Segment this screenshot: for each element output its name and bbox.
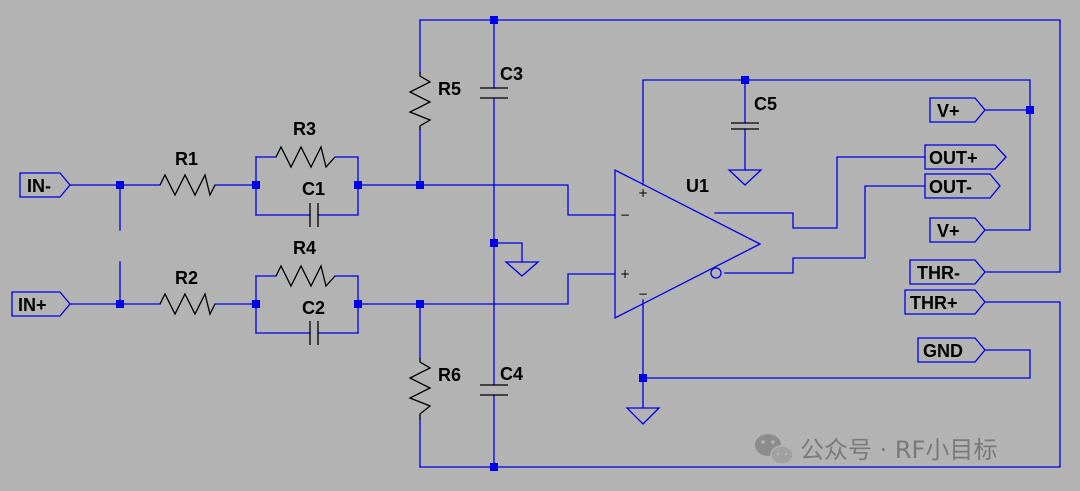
label-c4: C4 bbox=[500, 364, 523, 384]
port-in-minus[interactable]: IN- bbox=[19, 172, 71, 198]
label-r5: R5 bbox=[438, 79, 461, 99]
label-c5: C5 bbox=[754, 94, 777, 114]
port-thr-plus-label: THR+ bbox=[910, 293, 958, 313]
port-vplus-bottom[interactable]: V+ bbox=[929, 217, 986, 243]
resistor-r5[interactable] bbox=[408, 72, 432, 130]
port-out-plus[interactable]: OUT+ bbox=[924, 144, 1007, 170]
wechat-icon bbox=[755, 434, 794, 465]
label-u1: U1 bbox=[686, 176, 709, 196]
ground-symbol-opamp bbox=[625, 407, 661, 425]
opamp-u1[interactable] bbox=[614, 168, 762, 320]
label-r4: R4 bbox=[293, 238, 316, 258]
port-gnd-label: GND bbox=[923, 341, 963, 361]
port-vplus-top[interactable]: V+ bbox=[929, 97, 986, 123]
opamp-pin-supply-neg: − bbox=[638, 287, 648, 301]
resistor-r6[interactable] bbox=[408, 358, 432, 420]
port-thr-plus[interactable]: THR+ bbox=[904, 289, 986, 315]
resistor-r2[interactable] bbox=[159, 292, 216, 316]
opamp-pin-noninverting: + bbox=[620, 267, 630, 281]
capacitor-c4[interactable] bbox=[480, 384, 508, 396]
resistor-r3[interactable] bbox=[275, 145, 336, 169]
wires bbox=[69, 19, 1061, 468]
label-r2: R2 bbox=[175, 268, 198, 288]
port-vplus-top-label: V+ bbox=[937, 101, 960, 121]
junction-dots bbox=[116, 16, 1034, 471]
resistor-r1[interactable] bbox=[159, 173, 216, 197]
label-c3: C3 bbox=[500, 64, 523, 84]
port-out-minus[interactable]: OUT- bbox=[924, 173, 1001, 199]
port-gnd[interactable]: GND bbox=[917, 337, 986, 363]
opamp-pin-supply-pos: + bbox=[638, 186, 648, 200]
label-r6: R6 bbox=[438, 365, 461, 385]
label-r1: R1 bbox=[175, 149, 198, 169]
capacitor-c2[interactable] bbox=[309, 321, 319, 345]
port-thr-minus-label: THR- bbox=[917, 263, 960, 283]
port-vplus-bottom-label: V+ bbox=[937, 221, 960, 241]
label-c2: C2 bbox=[302, 298, 325, 318]
port-in-plus[interactable]: IN+ bbox=[11, 291, 71, 317]
label-r3: R3 bbox=[293, 119, 316, 139]
label-c1: C1 bbox=[302, 179, 325, 199]
ground-symbol-c5 bbox=[727, 169, 763, 186]
port-in-minus-label: IN- bbox=[27, 176, 51, 196]
port-thr-minus[interactable]: THR- bbox=[909, 259, 986, 285]
port-in-plus-label: IN+ bbox=[18, 295, 47, 315]
ground-symbol-center bbox=[504, 261, 540, 277]
port-out-minus-label: OUT- bbox=[929, 177, 972, 197]
resistor-r4[interactable] bbox=[275, 264, 336, 288]
port-out-plus-label: OUT+ bbox=[929, 148, 978, 168]
watermark-text: 公众号 · RF小目标 bbox=[800, 436, 997, 464]
capacitor-c1[interactable] bbox=[309, 203, 319, 227]
opamp-pin-inverting: − bbox=[620, 208, 630, 222]
capacitor-c3[interactable] bbox=[480, 87, 508, 99]
capacitor-c5[interactable] bbox=[731, 122, 759, 130]
